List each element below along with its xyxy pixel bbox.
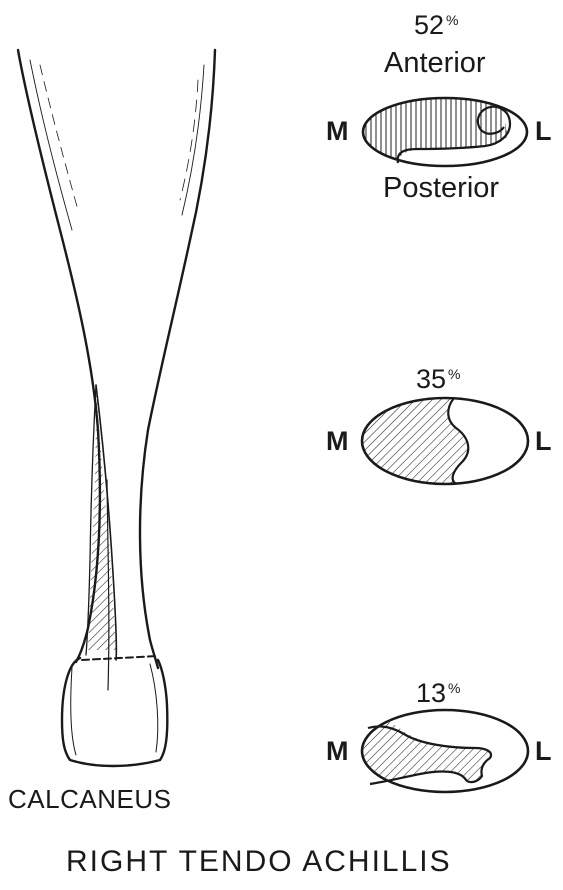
tendon-left-contour: [18, 50, 100, 662]
section-3-lateral-label: L: [535, 738, 552, 765]
section-1-lateral-label: L: [535, 118, 552, 145]
section-2-percent: 35%: [416, 366, 461, 393]
anterior-label: Anterior: [384, 49, 486, 78]
section-1-percent: 52%: [414, 12, 459, 39]
section-1-percent-value: 52: [414, 10, 444, 40]
section-2-percent-value: 35: [416, 364, 446, 394]
section-2-percent-sign: %: [448, 366, 460, 382]
section-3-percent-sign: %: [448, 680, 460, 696]
insertion-line: [82, 656, 158, 660]
section-1-medial-label: M: [326, 118, 349, 145]
hatched-insertion-region: [88, 385, 116, 650]
achilles-tendon-drawing: [18, 50, 215, 766]
calcaneus-label: CALCANEUS: [8, 786, 171, 812]
cross-section-upper: [362, 90, 540, 170]
section-3-percent: 13%: [416, 680, 461, 707]
calcaneus-outline: [62, 658, 167, 766]
posterior-label: Posterior: [383, 174, 499, 203]
tendon-right-contour: [140, 50, 215, 668]
cross-section-lower: [360, 710, 528, 792]
section-2-lateral-label: L: [535, 428, 552, 455]
cross-section-middle: [360, 395, 528, 490]
section-3-percent-value: 13: [416, 678, 446, 708]
section-3-medial-label: M: [326, 738, 349, 765]
section-1-percent-sign: %: [446, 12, 458, 28]
figure-title: RIGHT TENDO ACHILLIS: [66, 847, 452, 877]
section-2-medial-label: M: [326, 428, 349, 455]
